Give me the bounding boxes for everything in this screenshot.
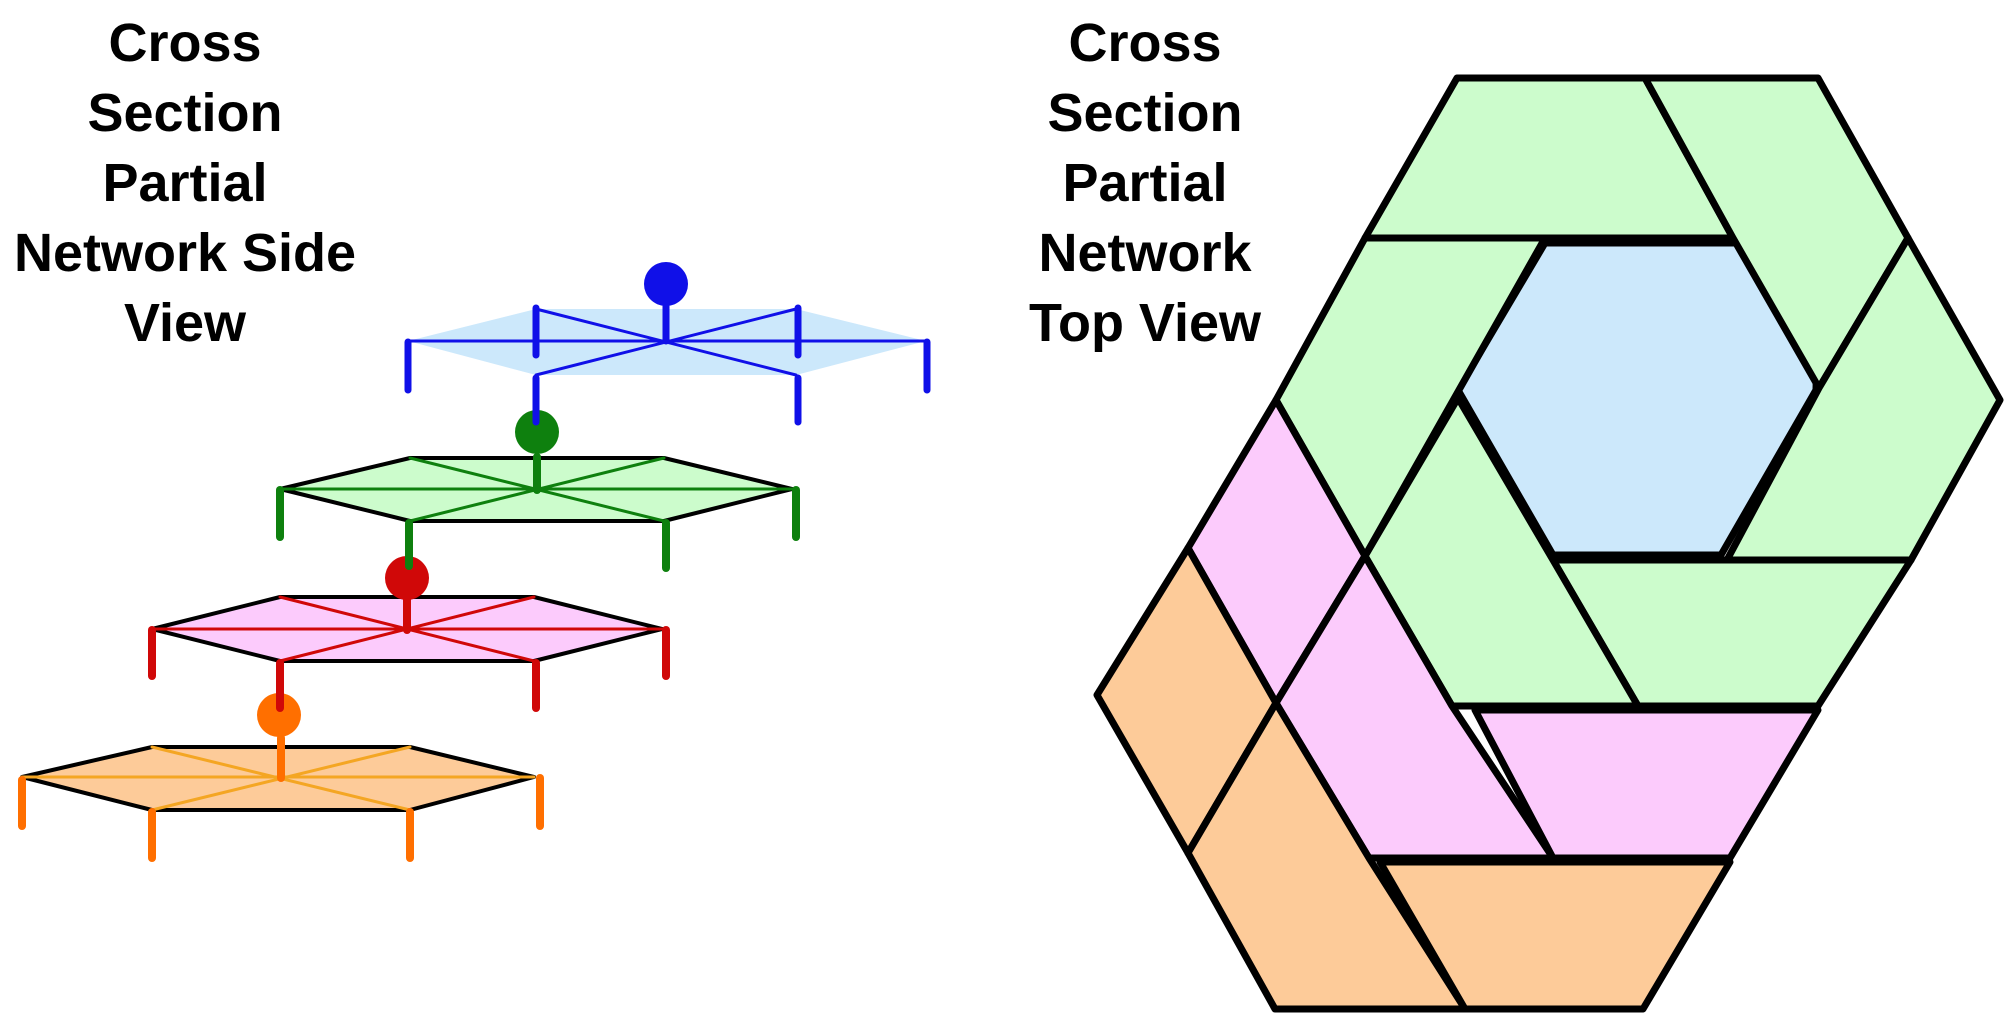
blue-layer-legs xyxy=(404,296,931,426)
green-layer-legs xyxy=(276,453,800,572)
top-view-pink-cell-2 xyxy=(1272,552,1557,862)
side-view-title-line-3: Partial xyxy=(102,153,268,213)
side-view-title-line-5: View xyxy=(123,293,247,353)
blue-layer xyxy=(404,262,931,426)
top-view-diagram xyxy=(1093,74,2004,1013)
blue-node xyxy=(644,262,688,306)
top-view-orange-cell-3 xyxy=(1376,858,1734,1013)
top-view-orange-cell-2 xyxy=(1184,699,1469,1013)
top-view-title-line-3: Partial xyxy=(1062,153,1228,213)
side-view-title-line-4: Network Side xyxy=(13,223,357,283)
side-view-title-line-2: Section xyxy=(87,83,283,143)
red-node xyxy=(385,556,429,600)
orange-layer-legs xyxy=(18,734,544,862)
orange-node xyxy=(257,693,301,737)
top-view-title: Cross Section Partial Network Top View xyxy=(1000,8,1290,358)
top-view-title-line-1: Cross xyxy=(1068,13,1222,73)
orange-layer xyxy=(18,693,544,862)
top-view-title-line-2: Section xyxy=(1047,83,1243,143)
top-view-title-line-4: Network xyxy=(1038,223,1252,283)
red-layer xyxy=(148,556,670,712)
red-layer-legs xyxy=(148,594,670,712)
side-view-title: Cross Section Partial Network Side View xyxy=(0,8,370,358)
green-layer xyxy=(276,410,800,572)
side-view-title-line-1: Cross xyxy=(108,13,262,73)
top-view-title-line-5: Top View xyxy=(1028,293,1262,353)
top-view-pink-cell-3 xyxy=(1471,706,1822,862)
green-node xyxy=(515,410,559,454)
side-view-diagram xyxy=(18,262,931,862)
